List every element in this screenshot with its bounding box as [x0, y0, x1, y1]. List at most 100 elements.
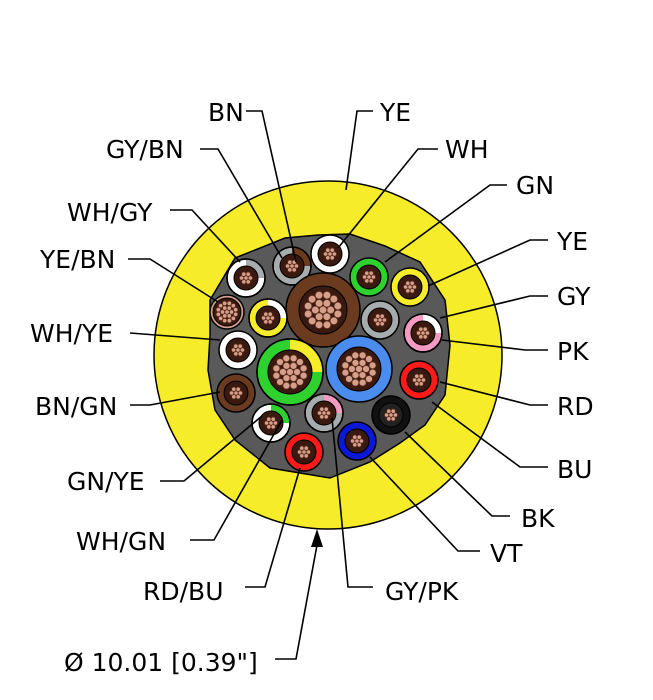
copper-strand	[323, 406, 329, 412]
copper-strand	[299, 453, 305, 459]
copper-strand	[272, 420, 278, 426]
core-wh-ye	[248, 298, 288, 338]
label-bk: BK	[521, 504, 555, 533]
copper-strand	[356, 434, 362, 440]
label-bn-gn: BN/GN	[35, 392, 117, 421]
copper-strand	[296, 449, 303, 455]
copper-strand	[218, 303, 224, 309]
insulation-outline	[251, 403, 291, 443]
copper-strand	[333, 301, 343, 311]
leader-line	[331, 417, 373, 588]
label-ye-bn: YE/BN	[39, 245, 115, 274]
core-pk	[403, 313, 443, 353]
copper-strand	[235, 394, 241, 400]
copper-strand	[368, 368, 377, 377]
core-rd	[399, 360, 439, 400]
copper-strand	[299, 371, 308, 380]
copper-strand	[269, 315, 275, 321]
copper-strand	[215, 311, 221, 317]
copper-strand	[329, 316, 339, 326]
leader-line	[431, 401, 548, 468]
copper-strand	[233, 343, 239, 349]
leader-line	[245, 467, 301, 588]
copper-strand	[409, 288, 415, 294]
copper-strand	[348, 365, 356, 373]
copper-strand	[266, 416, 272, 422]
copper-strand	[237, 351, 243, 357]
copper-strand	[349, 438, 356, 444]
core-wh-ye-2	[218, 330, 258, 370]
copper-strand	[358, 358, 367, 367]
copper-strand	[282, 361, 291, 370]
copper-strand	[241, 279, 247, 285]
copper-strand	[270, 416, 276, 422]
copper-strand	[325, 410, 331, 416]
label-ye-right: YE	[556, 227, 588, 256]
leader-line	[130, 391, 221, 406]
copper-strand	[329, 247, 335, 253]
copper-strand	[341, 368, 350, 377]
copper-strand	[379, 321, 385, 327]
leader-line	[427, 239, 548, 287]
copper-strand	[229, 390, 235, 396]
copper-strand	[365, 355, 373, 363]
copper-strand	[362, 365, 370, 373]
copper-strand	[322, 299, 332, 308]
copper-strand	[322, 312, 332, 321]
copper-strand	[386, 416, 392, 422]
copper-strand	[282, 354, 291, 363]
leader-line	[190, 419, 283, 541]
copper-strand	[291, 267, 297, 273]
copper-strand	[237, 343, 243, 349]
core-rd-bu	[284, 432, 324, 472]
copper-strand	[358, 378, 367, 387]
copper-strand	[386, 408, 392, 414]
copper-strand	[222, 305, 228, 311]
diameter-arrowhead	[311, 529, 323, 547]
copper-strand	[272, 371, 281, 380]
copper-strand	[241, 271, 247, 277]
insulation-outline	[226, 258, 266, 298]
copper-strand	[233, 351, 239, 357]
copper-strand	[365, 375, 373, 383]
copper-strand	[372, 317, 379, 323]
label-vt: VT	[490, 539, 523, 568]
core-gn	[349, 257, 389, 297]
label-gy: GY	[557, 282, 591, 311]
copper-strand	[299, 364, 308, 373]
leader-line	[369, 456, 480, 552]
core-ye-bn	[209, 294, 245, 330]
copper-strand	[289, 354, 298, 363]
copper-strand	[364, 278, 370, 284]
copper-strand	[316, 410, 323, 416]
leader-line	[128, 258, 219, 303]
label-rd: RD	[557, 392, 594, 421]
copper-strand	[341, 361, 350, 370]
copper-strand	[226, 318, 232, 324]
copper-strand	[418, 381, 424, 387]
copper-strand	[284, 263, 291, 269]
copper-strand	[331, 251, 337, 257]
copper-strand	[296, 378, 304, 386]
copper-strand	[325, 247, 331, 253]
label-wh: WH	[445, 135, 489, 164]
copper-strand	[368, 361, 377, 370]
copper-strand	[352, 434, 358, 440]
copper-strand	[282, 374, 291, 383]
leader-line	[160, 415, 263, 482]
copper-strand	[351, 378, 360, 387]
copper-strand	[358, 438, 364, 444]
copper-strand	[296, 358, 304, 366]
copper-strand	[325, 255, 331, 261]
copper-strand	[219, 309, 226, 315]
insulation-outline	[248, 298, 288, 338]
copper-strand	[303, 453, 309, 459]
copper-strand	[231, 386, 237, 392]
copper-strand	[329, 255, 335, 261]
core-gy-pk	[304, 393, 344, 433]
diameter-leader	[275, 544, 318, 660]
label-wh-ye: WH/YE	[30, 319, 113, 348]
leader-lines	[128, 110, 548, 660]
copper-strand	[418, 326, 424, 332]
